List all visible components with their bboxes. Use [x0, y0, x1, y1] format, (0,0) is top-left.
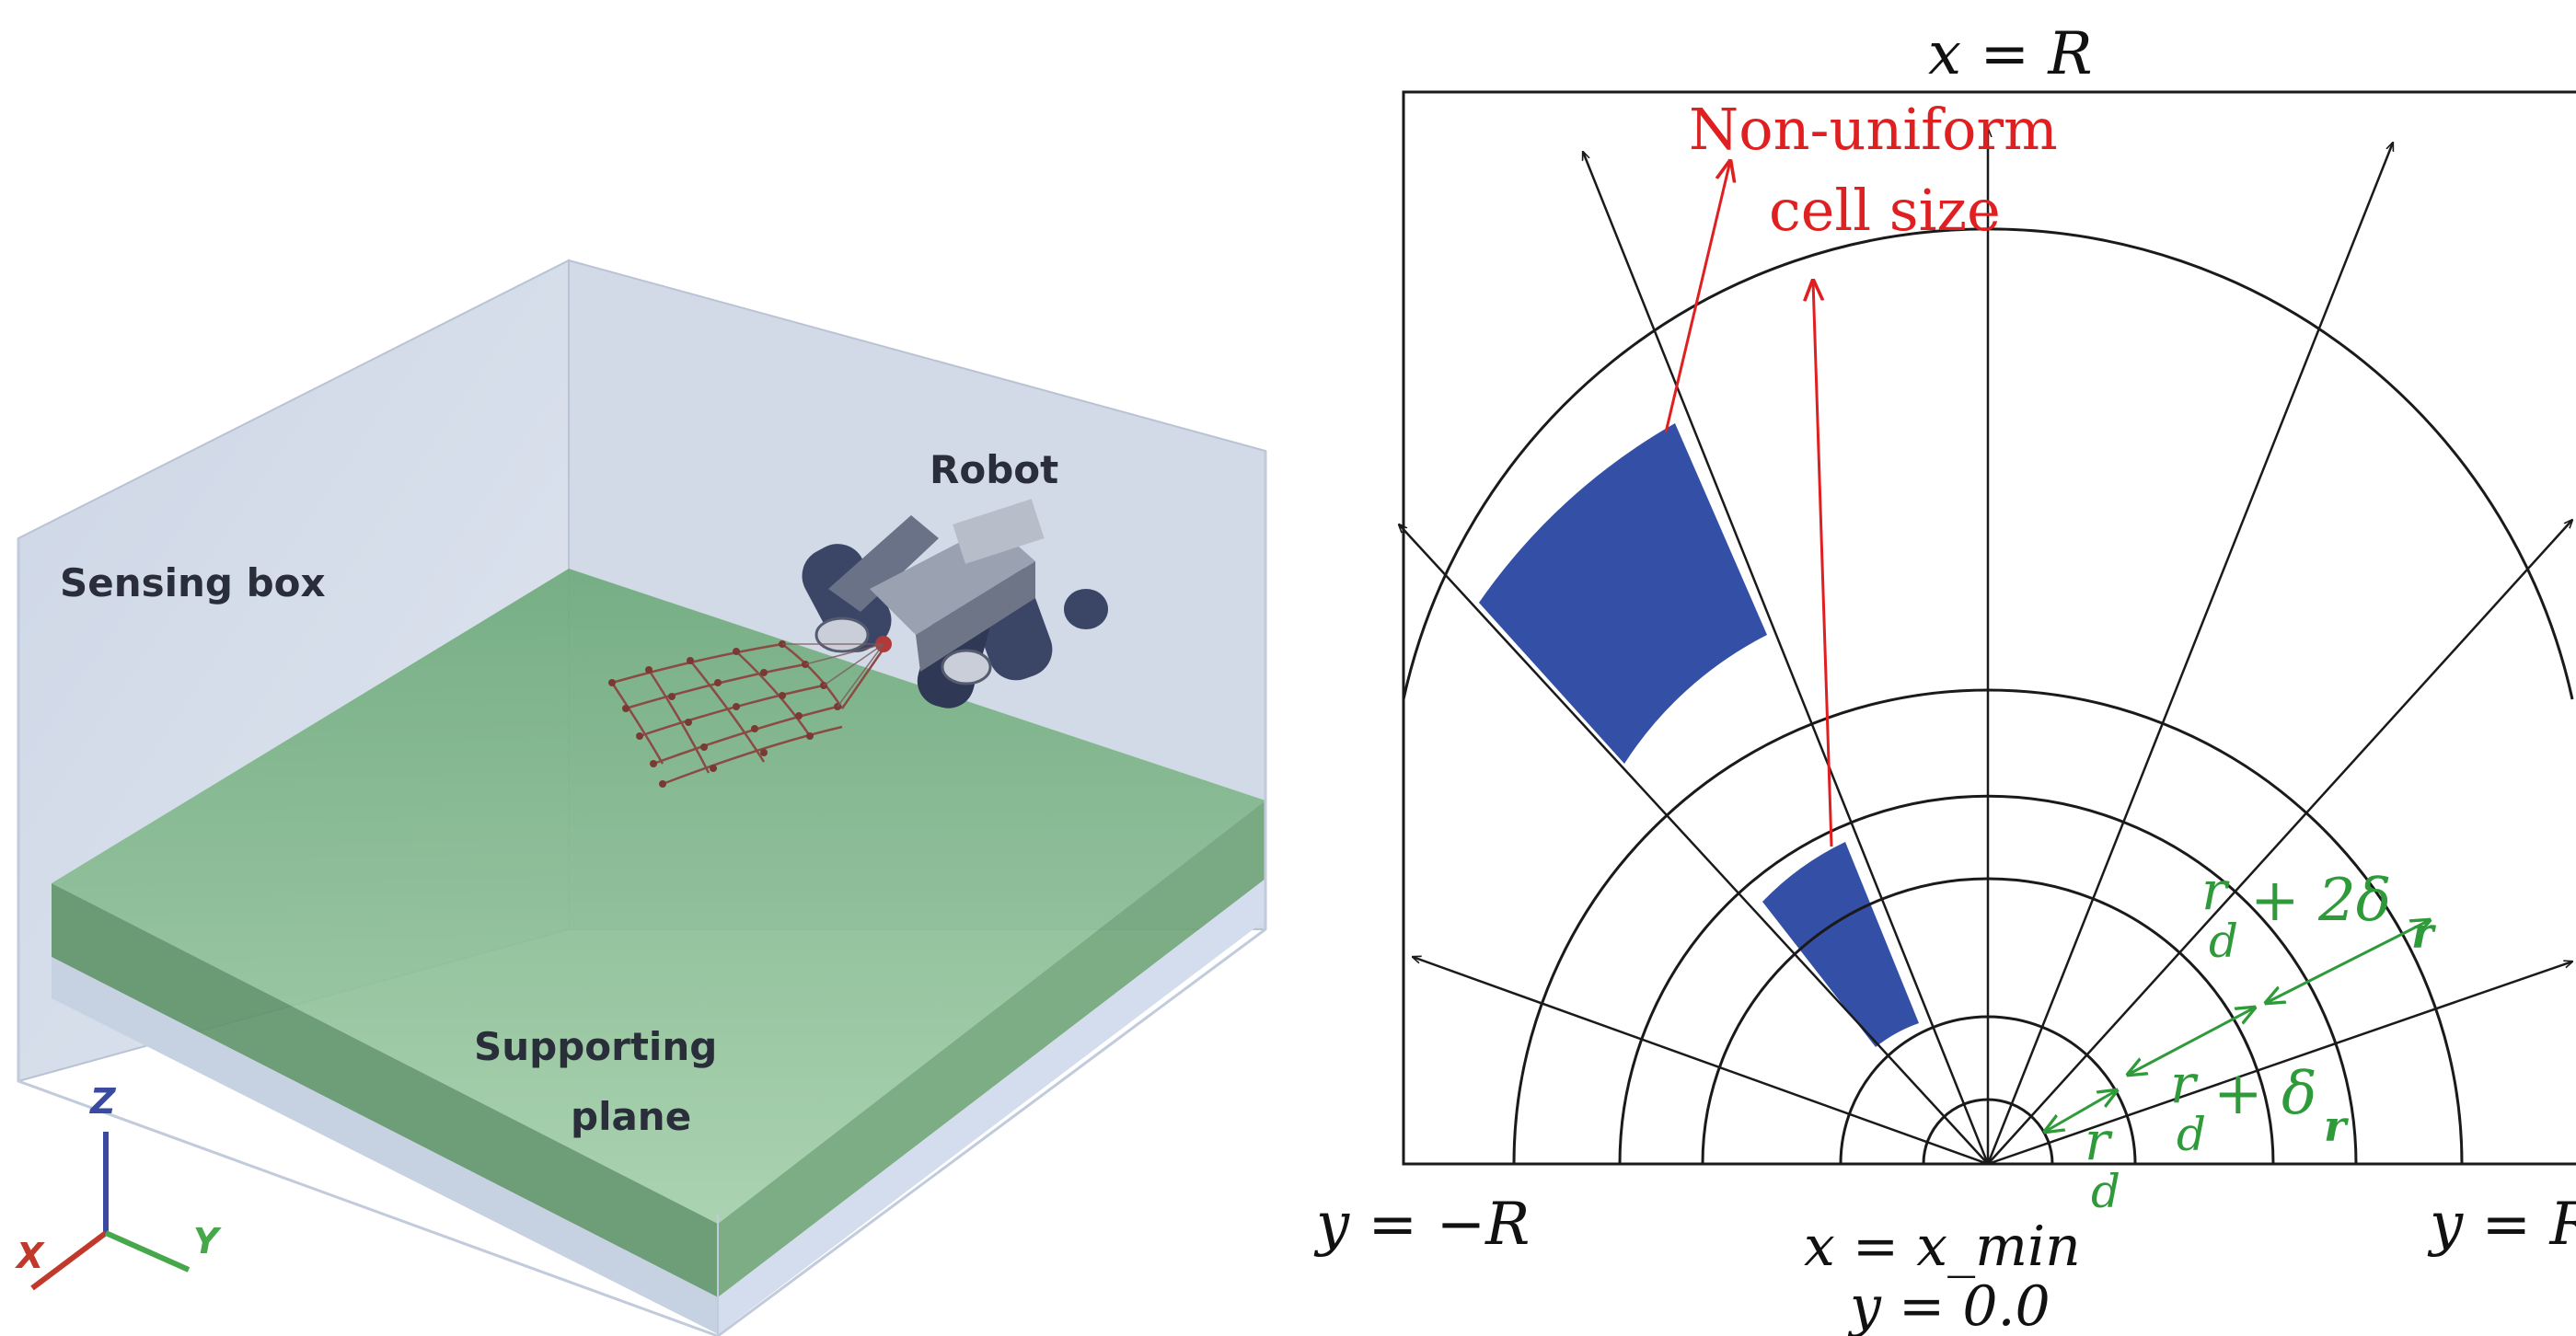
sensing-box-illustration: Sensing box Robot Supporting plane Z X Y: [15, 259, 1267, 1336]
annotation-arrow-small: [1813, 281, 1833, 847]
ray-160: [1413, 957, 1989, 1166]
x-axis-label: X: [15, 1236, 45, 1276]
annotation-arrow-large: [1664, 161, 1730, 433]
plane-left-band: [52, 883, 718, 1297]
y-axis: [104, 1230, 191, 1273]
coordinate-axes: Z X Y: [15, 1081, 222, 1291]
sensor-beams: [782, 643, 884, 708]
supporting-plane-label-line1: Supporting: [474, 1024, 717, 1069]
label-rd-r: r: [2085, 1110, 2113, 1172]
dimension-labels: r d r d + δ r r d + 2δ r: [2085, 859, 2437, 1218]
annotation-arrows: [1664, 161, 1833, 847]
label-rd-2delta-sub: d: [2209, 915, 2238, 968]
label-rd-delta-sub-r: r: [2324, 1101, 2350, 1151]
polar-grid-diagram: Non-uniform cell size r d r d + δ r r d …: [1313, 20, 2576, 1336]
label-bottom-line2: y = 0.0: [1847, 1274, 2050, 1336]
annotation-label-line2: cell size: [1769, 177, 2001, 244]
ray-135: [1399, 524, 1989, 1165]
robot-icon: [802, 499, 1108, 708]
base-right: [718, 879, 1265, 1334]
y-axis-label: Y: [193, 1221, 222, 1261]
dim-rd-2delta: [2266, 920, 2430, 1003]
label-rd-2delta-sub-r: r: [2411, 908, 2437, 958]
plane-top-surface: [52, 569, 1265, 1224]
robot-label: Robot: [930, 447, 1058, 492]
label-rd-delta-term: + δ: [2213, 1060, 2317, 1128]
label-rd-sub: d: [2091, 1165, 2120, 1218]
ray-45: [1987, 520, 2572, 1165]
dimension-arrows: [2045, 920, 2430, 1132]
annotation-label-line1: Non-uniform: [1689, 96, 2058, 163]
z-axis-label: Z: [89, 1081, 117, 1122]
x-axis: [30, 1230, 108, 1291]
large-cell: [1479, 423, 1767, 764]
label-rd-delta-r: r: [2170, 1053, 2199, 1115]
label-rd-2delta-r: r: [2201, 859, 2230, 922]
diagram-frame: [1402, 90, 2576, 1166]
label-bottom-line1: x = x_min: [1804, 1215, 2081, 1279]
ray-112: [1583, 152, 1990, 1165]
label-rd-2delta-term: + 2δ: [2250, 867, 2391, 935]
sensing-box-label: Sensing box: [60, 560, 326, 605]
dim-rd: [2045, 1090, 2117, 1132]
plane-right-band: [718, 800, 1265, 1297]
supporting-plane-label-line2: plane: [571, 1094, 691, 1139]
dim-rd-delta: [2128, 1008, 2255, 1075]
small-cell: [1762, 842, 1919, 1047]
label-top: x = R: [1928, 20, 2093, 88]
ray-68: [1986, 143, 2393, 1165]
box-front-edges: [17, 451, 1267, 1336]
label-right: y = R: [2427, 1191, 2576, 1259]
label-left: y = −R: [1313, 1191, 1530, 1259]
base-left: [52, 957, 718, 1334]
label-rd-delta-sub: d: [2177, 1108, 2206, 1161]
radial-rays: [1399, 129, 2572, 1166]
